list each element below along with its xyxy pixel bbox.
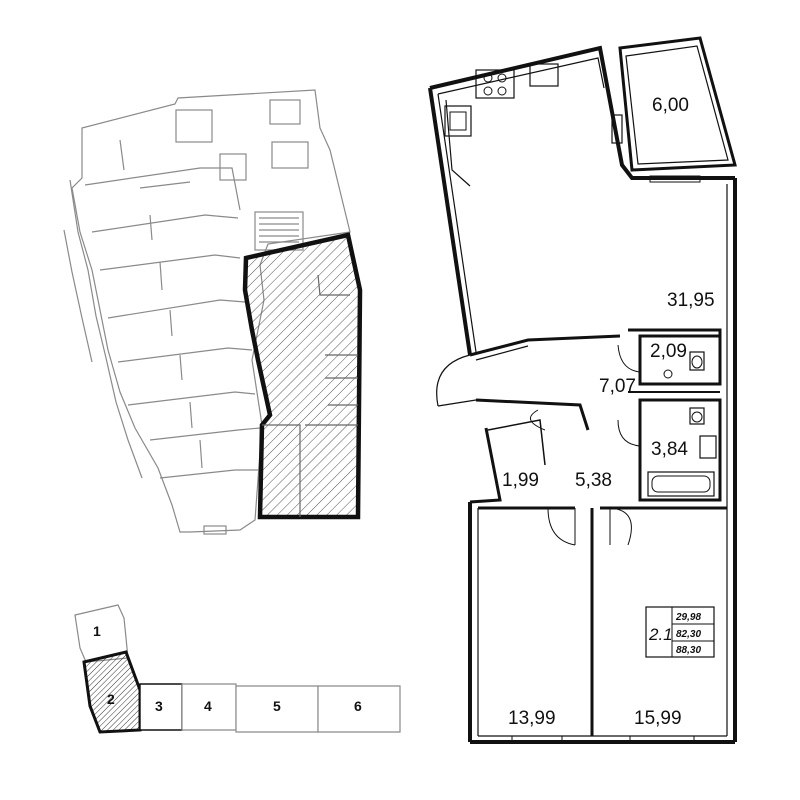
- room-area-storage: 1,99: [502, 470, 539, 491]
- selected-apartment-internal-walls: [262, 274, 358, 517]
- room-area-bathroom: 3,84: [651, 439, 688, 460]
- section-label-6: 6: [354, 698, 362, 714]
- section-label-2: 2: [107, 691, 115, 707]
- room-area-corridor: 5,38: [575, 470, 612, 491]
- exterior-wall-top: [429, 45, 735, 180]
- section-label-5: 5: [273, 698, 281, 714]
- room-area-wc: 2,09: [650, 341, 687, 362]
- apartment-plan: [428, 36, 737, 744]
- total-area-value: 82,30: [676, 629, 701, 640]
- section-label-1: 1: [93, 623, 101, 639]
- floor-outline: [71, 89, 351, 533]
- room-area-bedroom-left: 13,99: [508, 708, 556, 729]
- apartment-number: 2.1: [648, 625, 673, 644]
- selected-apartment-highlight: [242, 232, 363, 520]
- room-area-living-kitchen: 31,95: [667, 290, 715, 311]
- exterior-wall-left-upper: [428, 87, 472, 356]
- section-6-block: [317, 685, 401, 733]
- living-area-value: 29,98: [675, 612, 701, 623]
- site-plan: 1 2 3 4 5 6: [74, 604, 401, 734]
- apartment-badge: 2.1 29,98 82,30 88,30: [645, 606, 715, 658]
- balcony-outline: [618, 36, 737, 172]
- room-area-balcony: 6,00: [652, 95, 689, 116]
- floor-key-plan: [63, 89, 351, 535]
- total-area-with-balcony-value: 88,30: [676, 645, 701, 656]
- section-label-3: 3: [155, 698, 163, 714]
- room-area-bedroom-right: 15,99: [634, 708, 682, 729]
- section-label-4: 4: [204, 698, 212, 714]
- room-area-hall: 7,07: [599, 376, 636, 397]
